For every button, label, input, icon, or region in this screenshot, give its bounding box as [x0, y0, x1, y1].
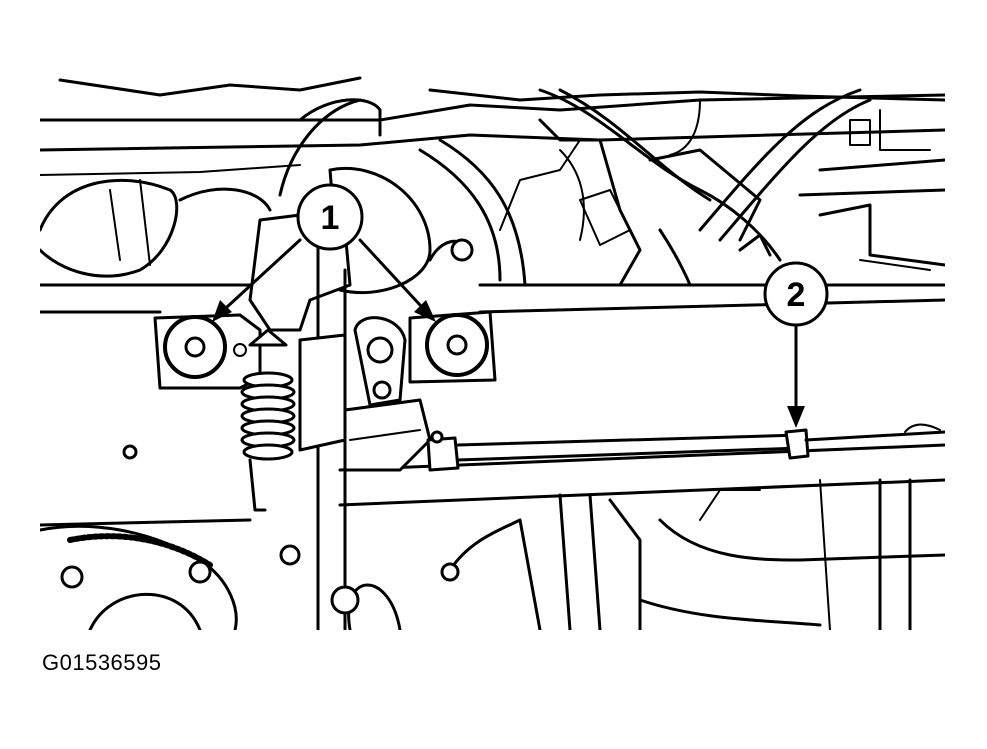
- spring: [240, 328, 296, 512]
- callout-2-arrow: [787, 323, 805, 428]
- callout-number-1: 1: [321, 199, 340, 237]
- callout-number-2: 2: [787, 276, 806, 314]
- callout-bubble-1: 1: [296, 183, 364, 251]
- callout-1-arrows: [212, 238, 436, 322]
- callout-bubble-2: 2: [763, 261, 829, 327]
- engine-components: [40, 76, 945, 630]
- figure-id-label: G01536595: [42, 650, 162, 675]
